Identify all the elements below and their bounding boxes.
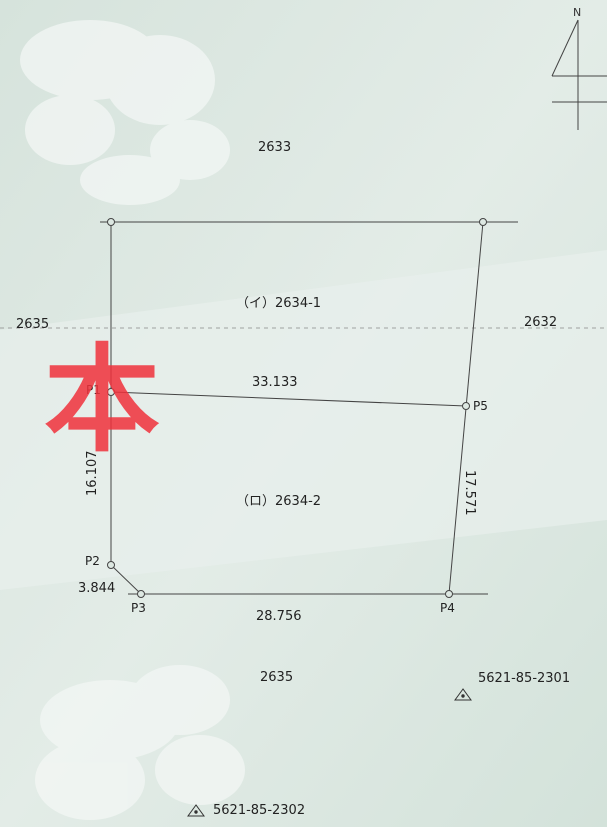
dimension-p4-p5: 17.571 [462, 470, 477, 516]
corner-marker-nw [107, 218, 115, 226]
point-label-p1: P1 [86, 383, 101, 397]
p2-p3-line [110, 564, 142, 595]
benchmark-label-1: 5621-85-2301 [478, 671, 570, 686]
point-label-p5: P5 [473, 399, 488, 413]
lot-label-upper: （イ）2634-1 [236, 296, 321, 311]
p3-marker [137, 590, 145, 598]
dimension-p2-p3: 3.844 [78, 581, 115, 596]
dimension-p1-p2: 16.107 [85, 451, 100, 497]
dimension-p3-p4: 28.756 [256, 609, 302, 624]
benchmark-icon [187, 804, 205, 817]
parcel-label-south: 2635 [260, 670, 293, 685]
dimension-p1-p5: 33.133 [252, 375, 298, 390]
p1-p5-line [110, 391, 467, 407]
lot-label-lower: （ロ）2634-2 [236, 494, 321, 509]
p1-marker [107, 388, 115, 396]
point-label-p2: P2 [85, 554, 100, 568]
parcel-label-east: 2632 [524, 315, 557, 330]
benchmark-icon [454, 688, 472, 701]
p5-marker [462, 402, 470, 410]
p2-marker [107, 561, 115, 569]
point-label-p3: P3 [131, 601, 146, 615]
p4-marker [445, 590, 453, 598]
survey-markers [107, 218, 487, 598]
red-stamp: 本 [44, 333, 160, 468]
corner-marker-ne [479, 218, 487, 226]
parcel-label-west: 2635 [16, 317, 49, 332]
watermark-flower-bottom [35, 665, 245, 820]
north-arrow [551, 19, 607, 130]
paper-band [0, 250, 607, 590]
parcel-label-north: 2633 [258, 140, 291, 155]
benchmark-label-2: 5621-85-2302 [213, 803, 305, 818]
point-label-p4: P4 [440, 601, 455, 615]
north-label: N [573, 6, 581, 19]
watermark-flower-top [20, 20, 230, 205]
